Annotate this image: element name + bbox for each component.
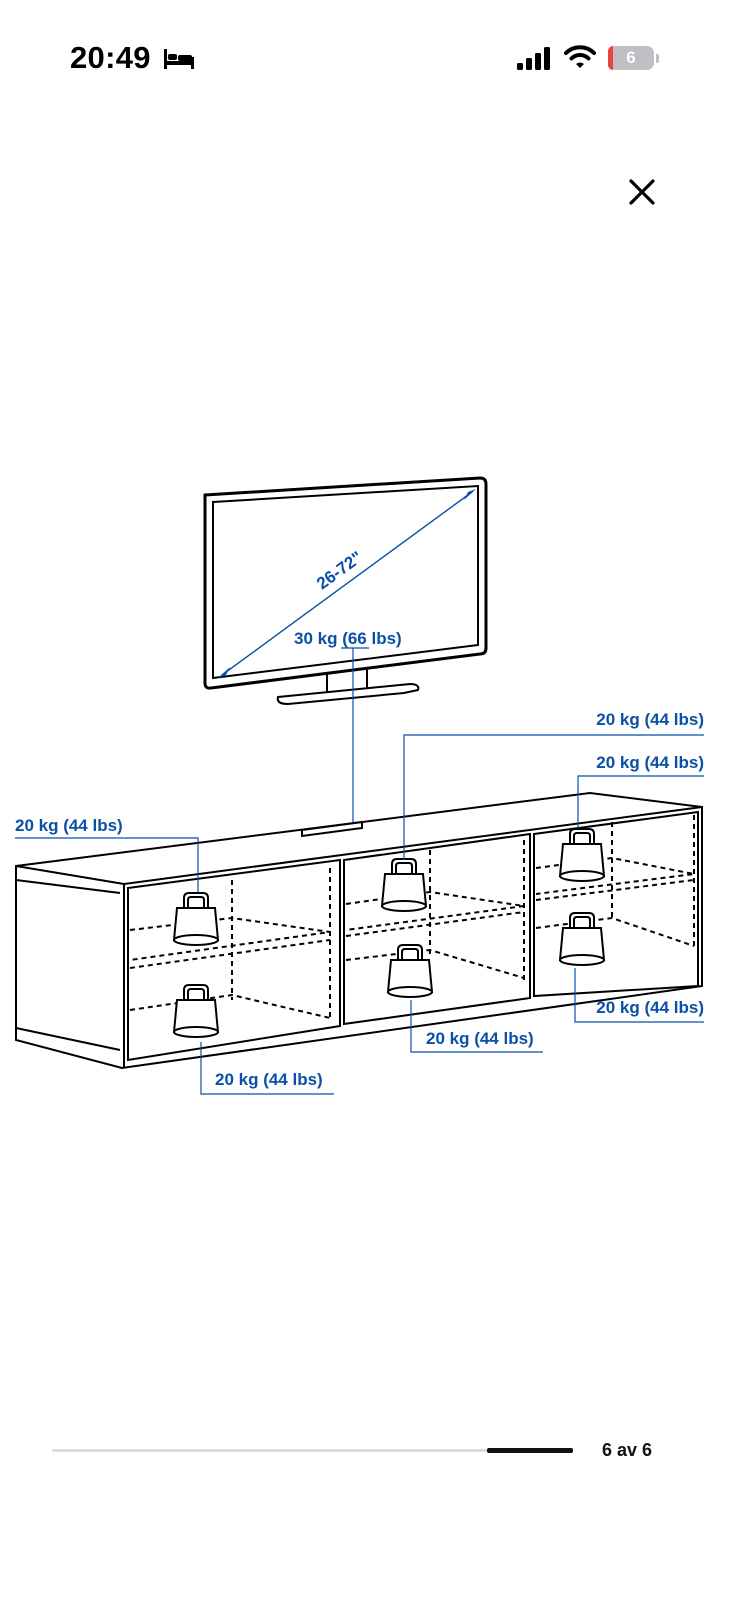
shelf-load-label: 20 kg (44 lbs): [426, 1029, 534, 1048]
shelf-load-label: 20 kg (44 lbs): [15, 816, 123, 835]
pager-track[interactable]: [52, 1449, 572, 1452]
status-bar: 20:49 6: [0, 0, 736, 110]
bed-icon: [164, 49, 194, 69]
battery-cap: [656, 54, 659, 63]
wifi-icon: [564, 45, 596, 68]
shelf-load-label: 20 kg (44 lbs): [596, 998, 704, 1017]
label-leader-lines: [15, 734, 704, 1095]
close-icon: [629, 179, 655, 205]
load-capacity-diagram: 26-72" 30 kg (66 lbs): [15, 476, 704, 1095]
status-time: 20:49: [70, 40, 151, 75]
page-counter: 6 av 6: [602, 1440, 653, 1460]
shelf-load-label: 20 kg (44 lbs): [596, 710, 704, 729]
battery-indicator: 6: [608, 46, 654, 70]
battery-level-fill: [608, 46, 613, 70]
tv-load-label: 30 kg (66 lbs): [294, 629, 402, 648]
tv-illustration: [203, 476, 488, 706]
shelf-load-label: 20 kg (44 lbs): [215, 1070, 323, 1089]
pager-thumb[interactable]: [487, 1448, 573, 1453]
cellular-signal-icon: [517, 47, 550, 70]
image-pager: 6 av 6: [52, 1432, 682, 1472]
shelf-load-label: 20 kg (44 lbs): [596, 753, 704, 772]
battery-level-label: 6: [626, 48, 636, 67]
close-button[interactable]: [620, 170, 664, 214]
